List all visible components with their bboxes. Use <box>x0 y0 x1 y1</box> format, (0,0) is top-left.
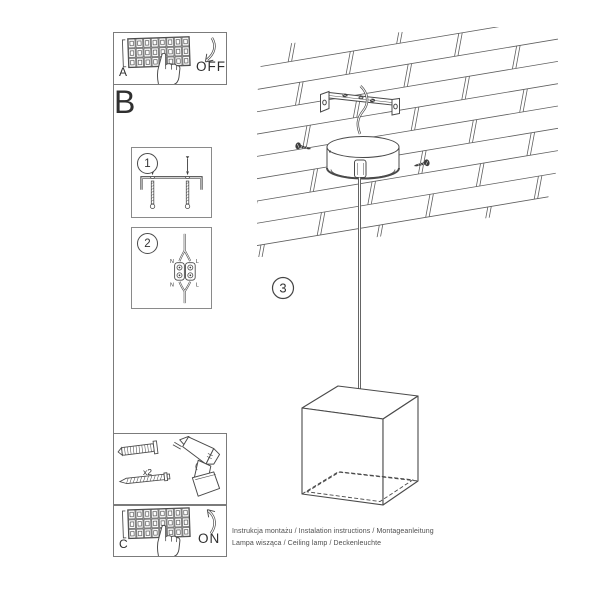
arrow-up-icon <box>206 509 216 535</box>
caption: Instrukcja montażu / Instalation instruc… <box>232 526 434 549</box>
wall-anchors-icon <box>149 180 191 209</box>
wire-label-l-top: L <box>196 259 199 265</box>
panel-c-label: C <box>119 537 128 551</box>
on-label: ON <box>198 531 221 546</box>
cable-grip <box>354 159 367 178</box>
bracket-screw-heads <box>342 93 376 103</box>
power-wire <box>356 85 369 135</box>
anchor-quantity-label: x2 <box>143 467 152 477</box>
step-1-box: 1 <box>131 147 212 218</box>
panel-c-power-on: C ON <box>113 505 227 557</box>
cube-shade <box>301 385 419 506</box>
terminal-block-icon <box>174 262 196 281</box>
off-label: OFF <box>196 59 226 74</box>
step-2-number: 2 <box>144 237 151 250</box>
screw-icon <box>118 472 171 485</box>
step-3-number: 3 <box>279 281 286 296</box>
step-1-badge: 1 <box>137 153 158 174</box>
hand-press-icon <box>156 52 181 84</box>
cube-bottom-opening <box>306 471 414 502</box>
mounting-bracket <box>320 90 400 116</box>
step-2-badge: 2 <box>137 233 158 254</box>
tools-panel: x2 <box>113 433 227 505</box>
cube-bottom-rim <box>301 471 419 495</box>
mounting-screw-left-icon <box>295 142 312 150</box>
wire-label-n-bottom: N <box>170 283 174 289</box>
hand-press-icon <box>156 524 181 556</box>
circuit-breaker-icon <box>121 36 191 69</box>
panel-c-art <box>121 507 216 556</box>
mounting-screw-right-icon <box>413 159 430 167</box>
step-3-badge: 3 <box>271 276 295 300</box>
wall-plug-icon <box>117 440 159 457</box>
step-2-box: N L N L 2 <box>131 227 212 309</box>
section-b-label: B <box>114 84 136 120</box>
wire-label-l-bottom: L <box>196 283 199 289</box>
plank-joints <box>257 27 558 257</box>
caption-line-2: Lampa wisząca / Ceiling lamp / Deckenleu… <box>232 539 382 547</box>
ceiling-planks <box>257 27 558 257</box>
section-b-divider <box>113 85 114 434</box>
panel-a-label: A <box>119 65 128 79</box>
wire-label-n-top: N <box>170 259 174 265</box>
bracket-profile-icon <box>140 176 203 190</box>
circuit-breaker-icon <box>121 507 191 540</box>
step-2-art: N L N L <box>170 233 199 304</box>
step-1-number: 1 <box>144 157 151 170</box>
panel-a-power-off: A OFF <box>113 32 227 85</box>
wiring-icon <box>178 233 192 304</box>
panel-a-art <box>121 36 216 84</box>
drill-icon <box>172 435 221 497</box>
caption-line-1: Instrukcja montażu / Instalation instruc… <box>232 528 434 535</box>
tools-art <box>117 435 221 497</box>
arrow-down-icon <box>204 37 216 63</box>
